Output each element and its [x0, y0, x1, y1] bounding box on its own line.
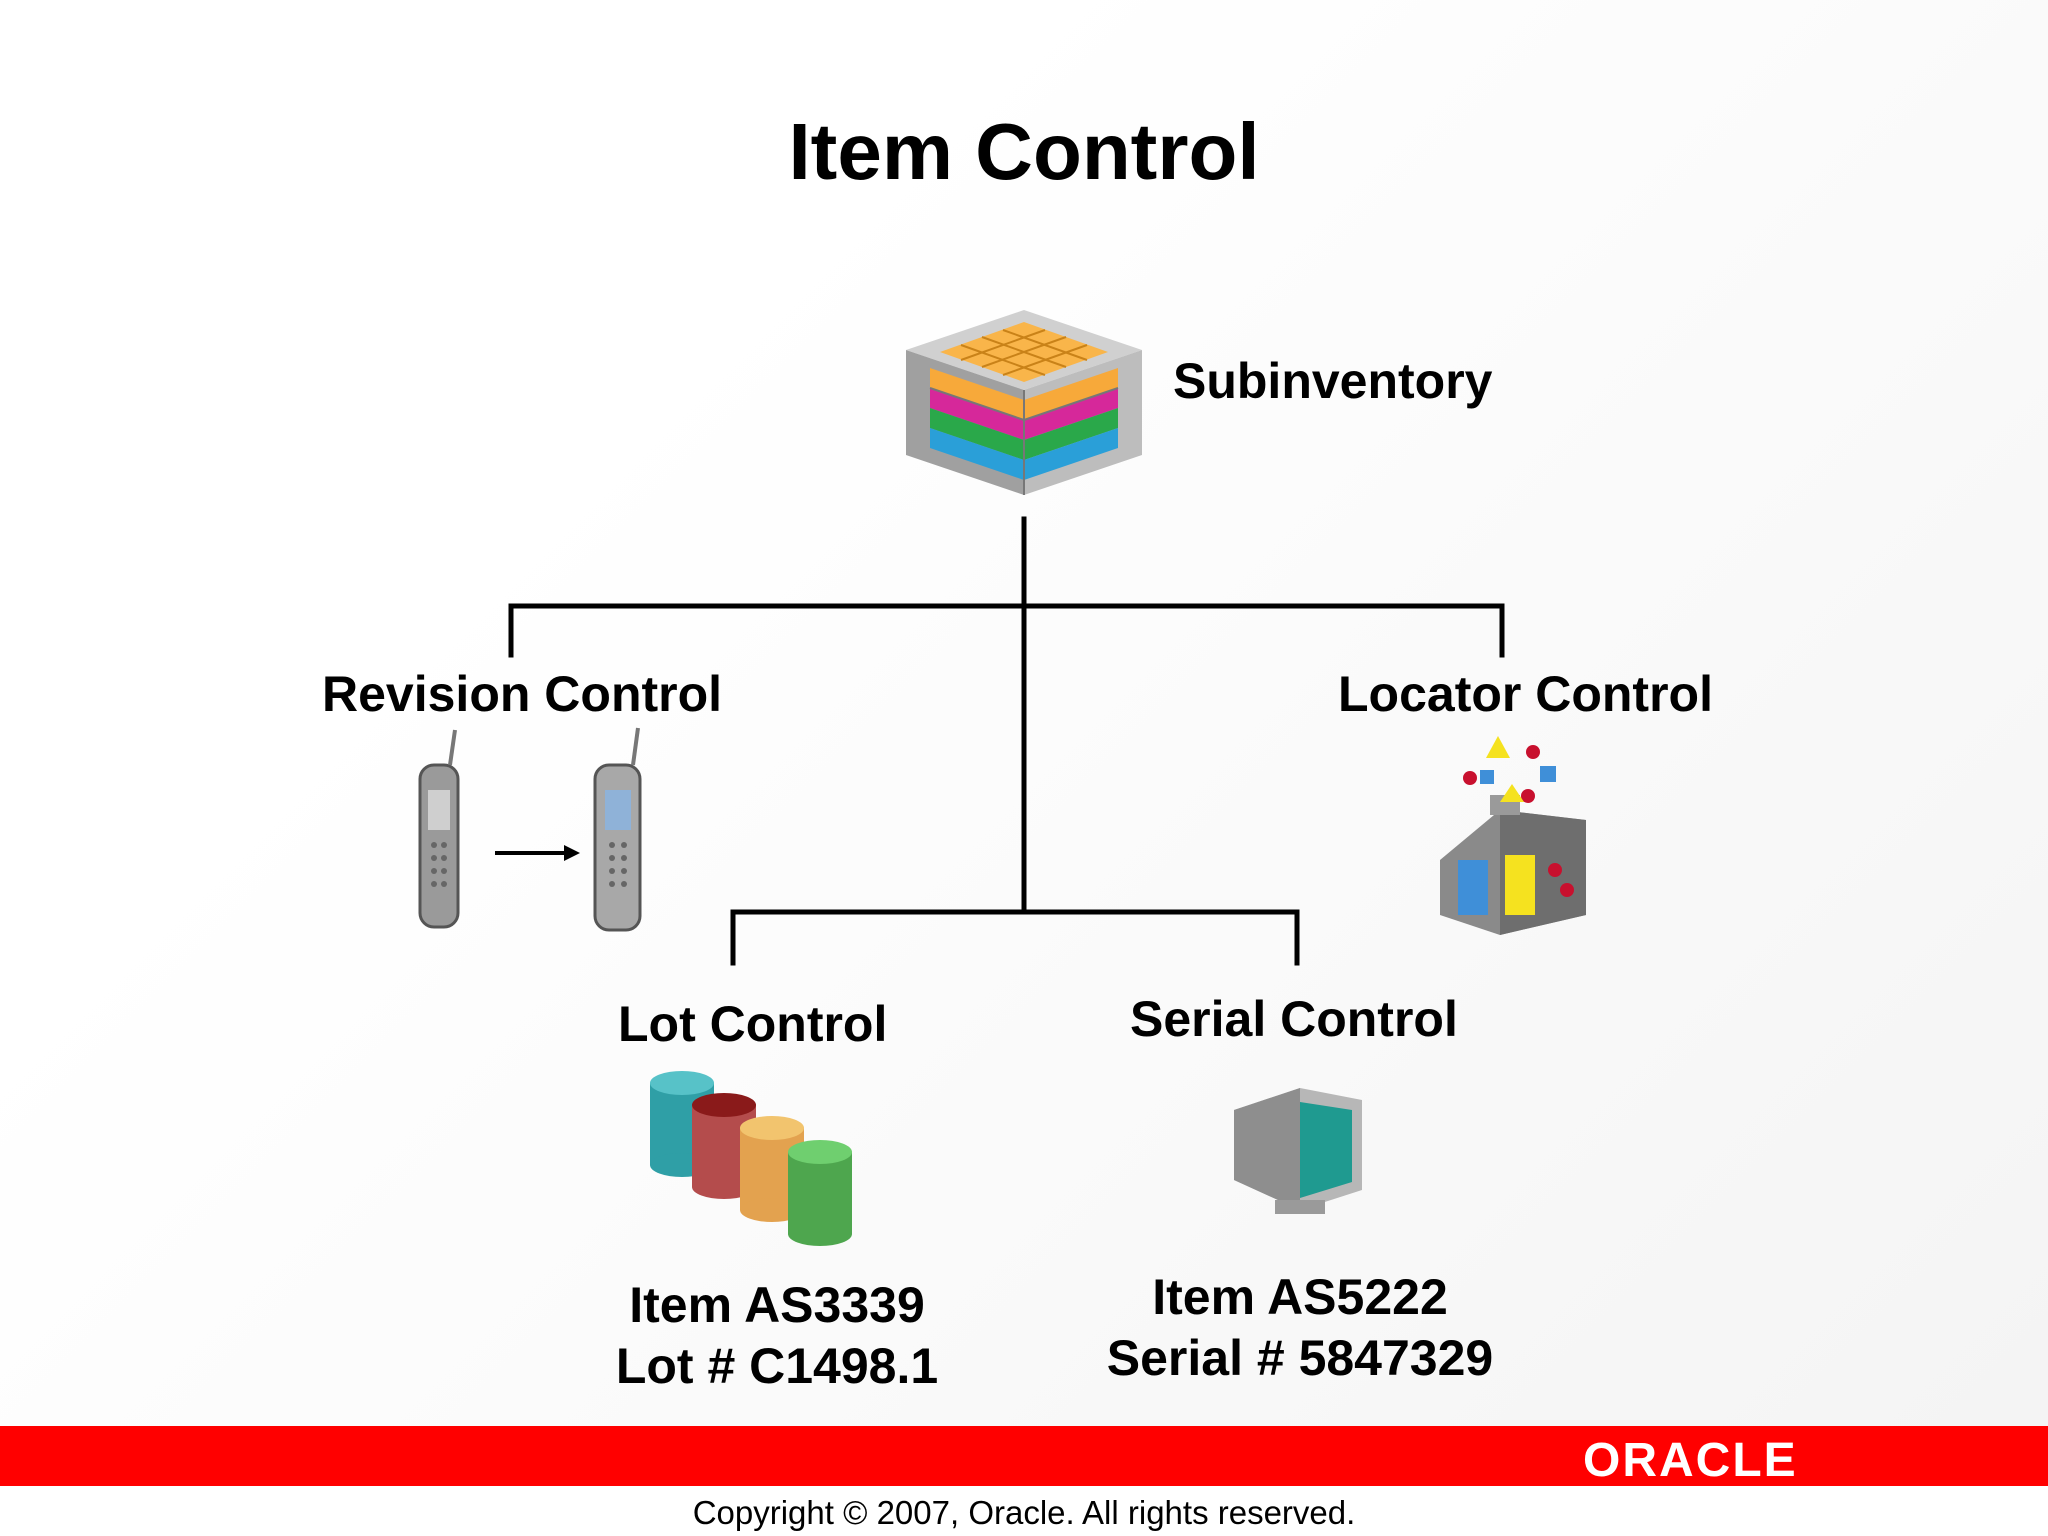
node-label-serial-control: Serial Control: [1130, 991, 1458, 1047]
node-label-subinventory: Subinventory: [1173, 353, 1493, 409]
serial-item-number: Item AS5222: [1152, 1269, 1448, 1325]
barrels-icon: [650, 1071, 852, 1246]
footer-red-bar: [0, 1426, 2048, 1486]
lot-number: Lot # C1498.1: [615, 1338, 939, 1394]
mobile-phone-icon: [418, 729, 460, 929]
serial-item-details: Item AS5222 Serial # 5847329: [1070, 1267, 1530, 1389]
node-label-lot-control: Lot Control: [618, 996, 888, 1052]
stacked-blocks-icon: [906, 310, 1142, 495]
node-label-revision-control: Revision Control: [322, 666, 723, 722]
lot-item-number: Item AS3339: [629, 1277, 925, 1333]
oracle-logo: ORACLE: [1583, 1434, 1798, 1487]
monitor-icon: [1234, 1088, 1362, 1214]
serial-number: Serial # 5847329: [1106, 1330, 1494, 1386]
mobile-phone-icon: [593, 727, 642, 932]
node-label-locator-control: Locator Control: [1338, 666, 1713, 722]
lot-item-details: Item AS3339 Lot # C1498.1: [577, 1275, 977, 1397]
warehouse-icon: [1440, 736, 1586, 935]
arrow-right-icon: [495, 845, 580, 861]
copyright-text: Copyright © 2007, Oracle. All rights res…: [692, 1494, 1356, 1531]
connector-lines: [508, 516, 1505, 966]
page-title: Item Control: [788, 107, 1260, 196]
